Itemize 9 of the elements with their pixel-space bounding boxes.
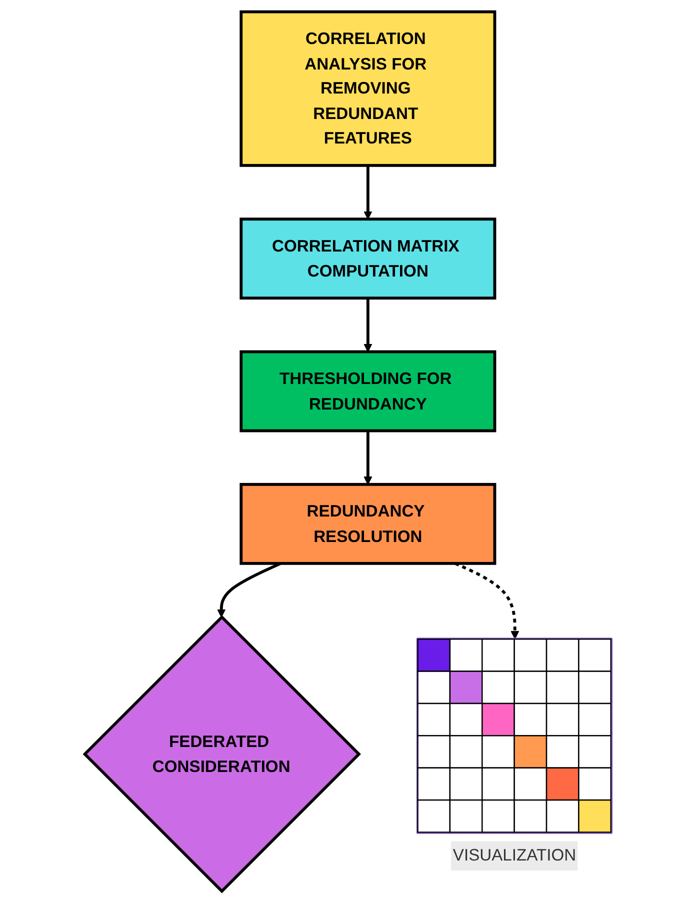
process-box: CORRELATION MATRIX COMPUTATION xyxy=(240,217,496,300)
arrow xyxy=(364,430,372,484)
process-box: REDUNDANCY RESOLUTION xyxy=(240,482,496,564)
arrow xyxy=(364,164,372,219)
process-box: CORRELATION ANALYSIS FOR REMOVING REDUNDANT FEATURES xyxy=(240,10,496,166)
decision-diamond: FEDERATED CONSIDERATION xyxy=(82,614,362,893)
arrow xyxy=(364,298,372,352)
process-box: THRESHOLDING FOR REDUNDANCY xyxy=(240,350,496,432)
flowchart: CORRELATION ANALYSIS FOR REMOVING REDUNDANT FEATURES CORRELATION MATRIX COMPUTATION THRESHOLDING FOR REDUNDANCY REDUNDANCY RESOLUTION FEDERATED CONSIDERATION VISUALIZATION xyxy=(77,4,620,898)
